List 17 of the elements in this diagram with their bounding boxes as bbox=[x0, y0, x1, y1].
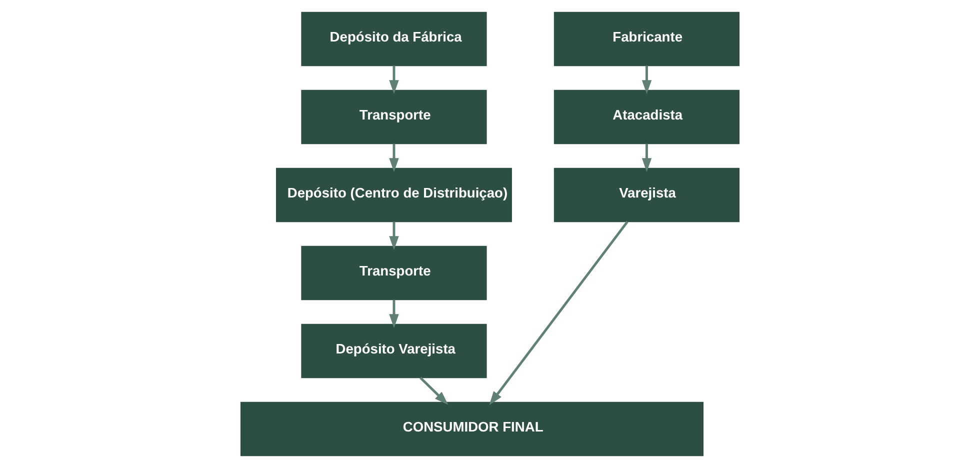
node-box: Varejista bbox=[554, 168, 740, 222]
node-box: Depósito (Centro de Distribuiçao) bbox=[276, 168, 512, 222]
node-box: Fabricante bbox=[554, 12, 740, 66]
arrow bbox=[389, 300, 399, 328]
arrow bbox=[489, 220, 628, 406]
arrow bbox=[389, 144, 399, 172]
arrow bbox=[420, 376, 448, 405]
node-box: Transporte bbox=[301, 90, 487, 144]
node-box: Transporte bbox=[301, 246, 487, 300]
node-box: CONSUMIDOR FINAL bbox=[240, 402, 704, 456]
node-box: Atacadista bbox=[554, 90, 740, 144]
arrow bbox=[389, 66, 399, 94]
arrow bbox=[389, 222, 399, 250]
arrow bbox=[642, 144, 652, 172]
node-box: Depósito da Fábrica bbox=[301, 12, 487, 66]
arrow bbox=[642, 66, 652, 94]
node-box: Depósito Varejista bbox=[301, 324, 487, 378]
